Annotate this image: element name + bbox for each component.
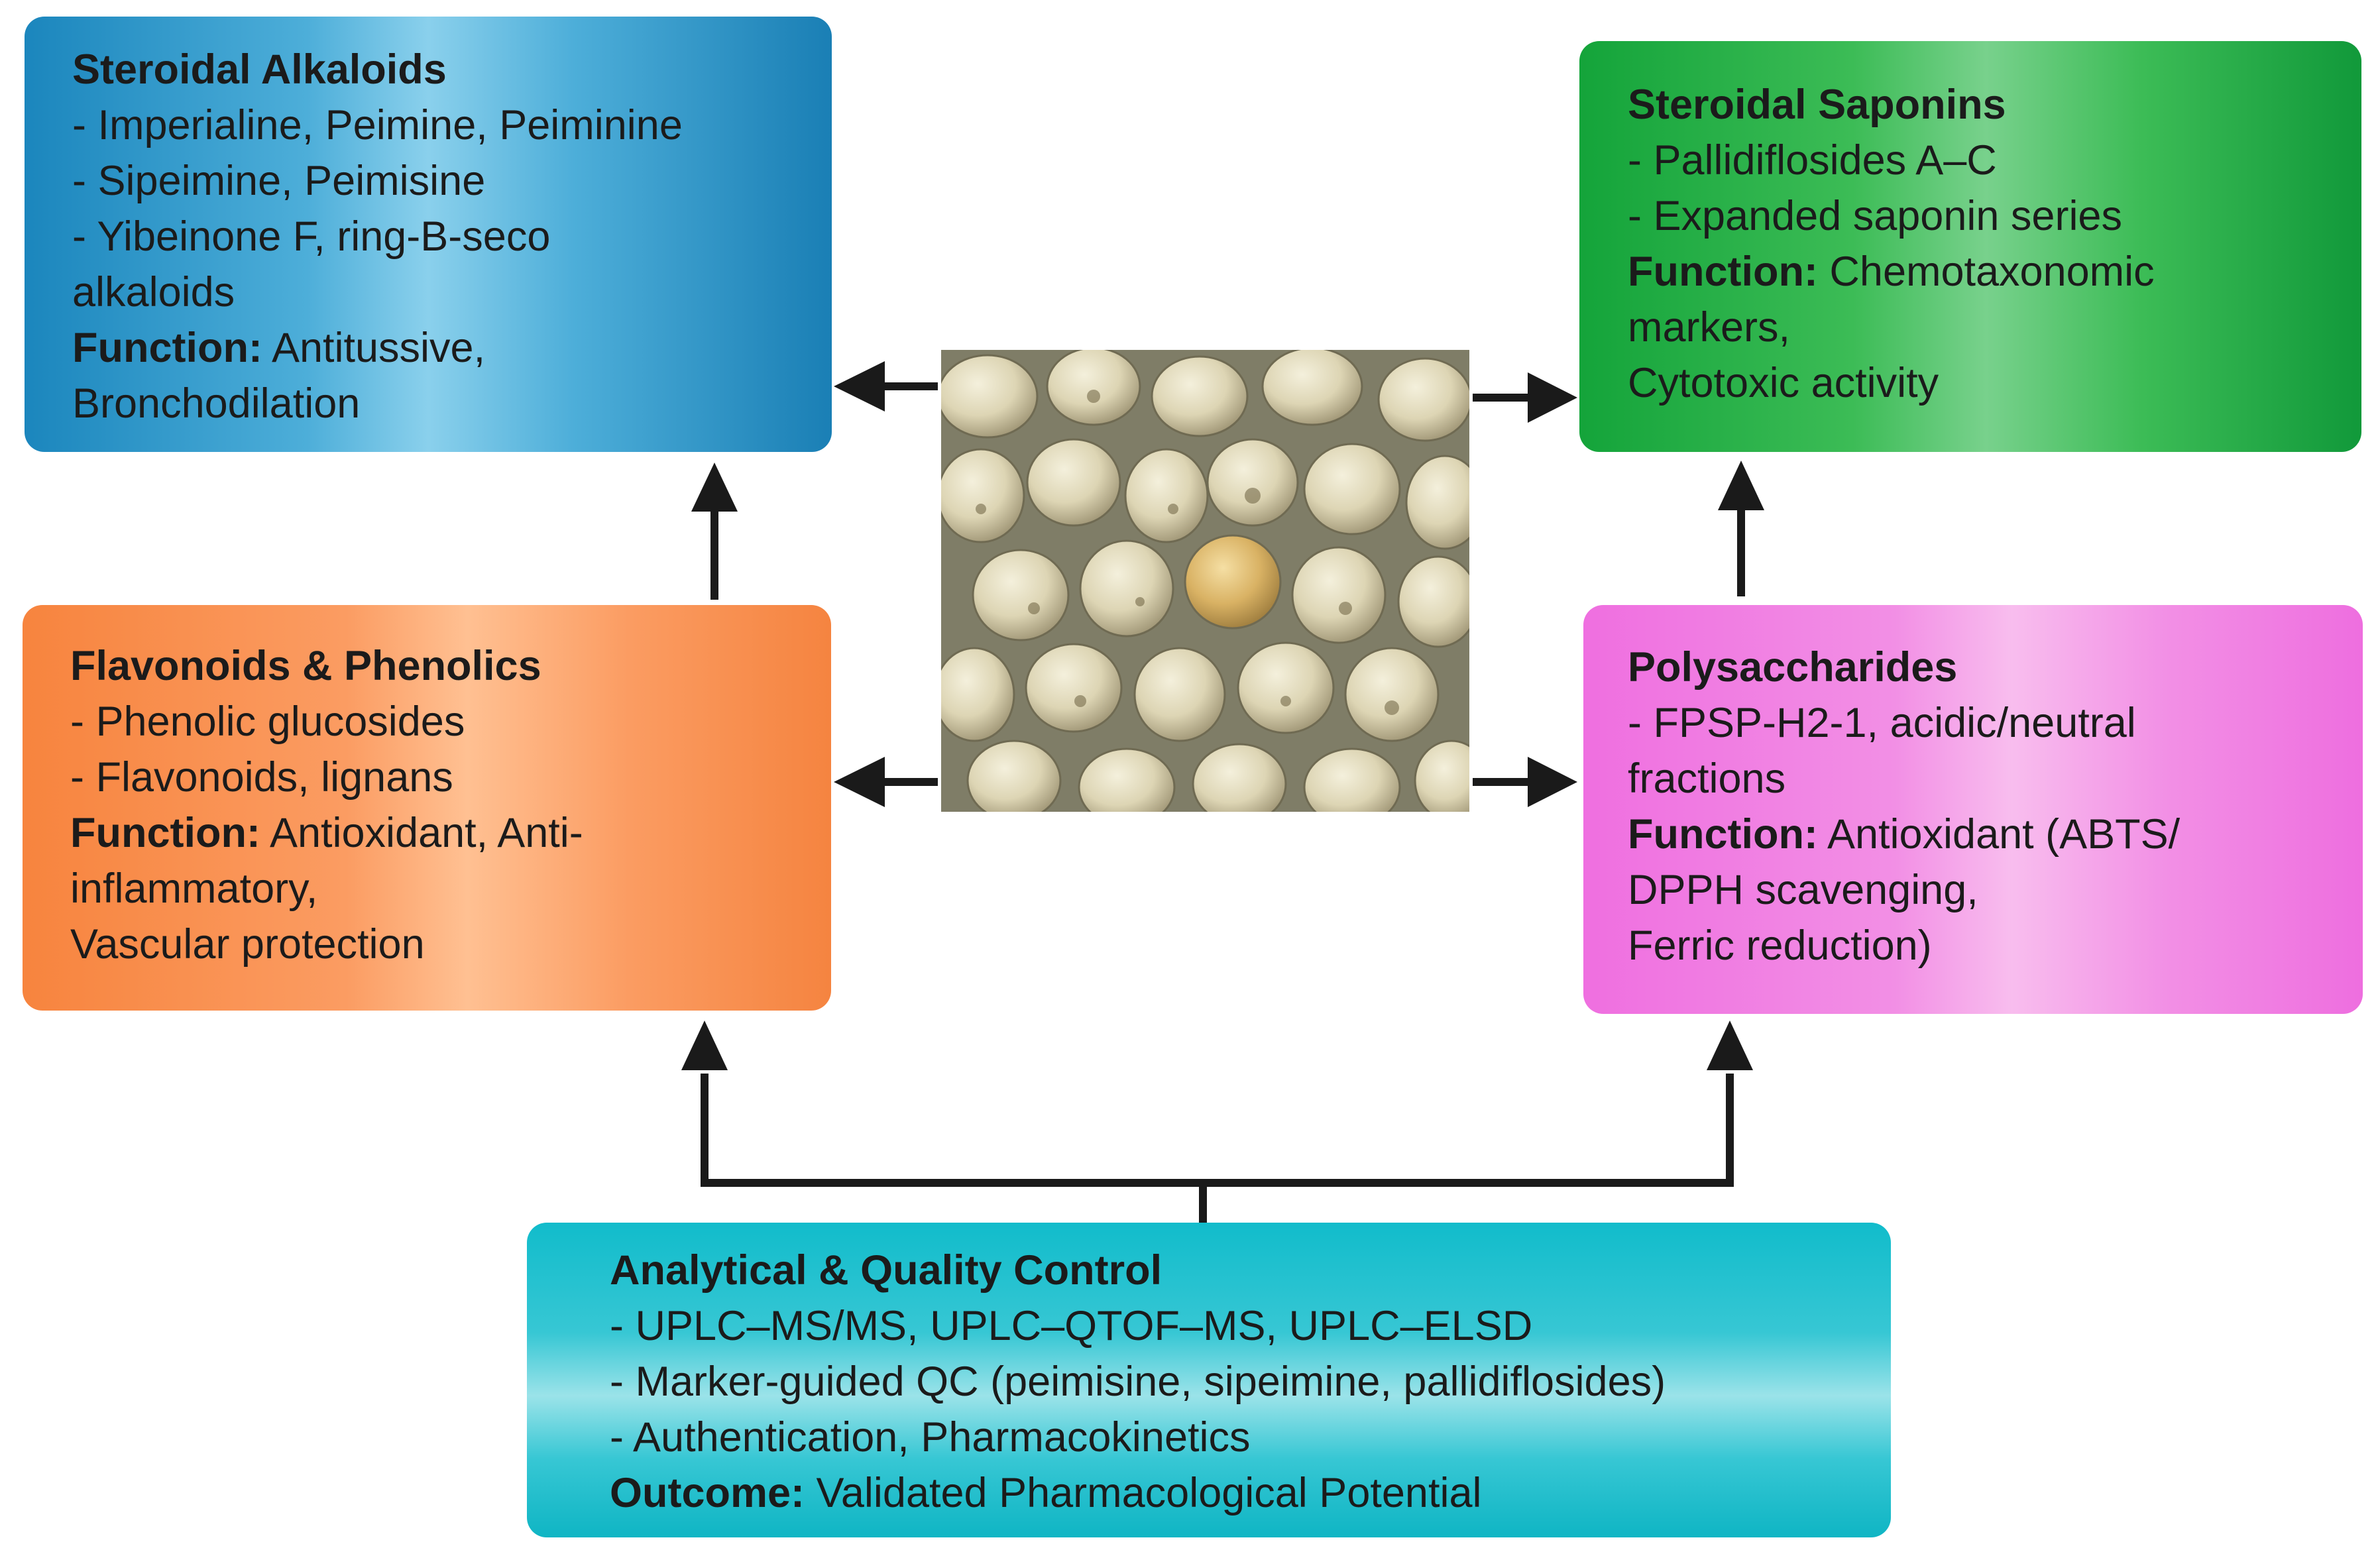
flavonoids-item-2: - Flavonoids, lignans	[70, 754, 453, 801]
arrowhead-flav-to-alk	[691, 463, 738, 512]
arrowhead-alkaloids	[834, 361, 885, 412]
qc-connector-line-right	[1203, 1074, 1734, 1187]
alkaloids-item-3-cont: alkaloids	[72, 269, 235, 315]
saponins-function-label: Function:	[1628, 249, 1818, 295]
flavonoids-function-text-3: Vascular protection	[70, 921, 425, 968]
qc-item-2: - Marker-guided QC (peimisine, sipeimine…	[610, 1358, 1666, 1405]
polysaccharides-item-1-cont: fractions	[1628, 755, 1786, 802]
flavonoids-phenolics-title: Flavonoids & Phenolics	[70, 643, 541, 689]
steroidal-saponins-box: Steroidal Saponins - Pallidiflosides A–C…	[1579, 41, 2361, 452]
arrowhead-polysaccharides	[1528, 757, 1577, 807]
flavonoids-function: Function: Antioxidant, Anti-	[70, 805, 805, 861]
steroidal-alkaloids-title: Steroidal Alkaloids	[72, 46, 447, 93]
alkaloids-item-3: - Yibeinone F, ring-B-seco	[72, 213, 551, 260]
polysaccharides-function: Function: Antioxidant (ABTS/	[1628, 806, 2336, 862]
steroidal-alkaloids-box: Steroidal Alkaloids - Imperialine, Peimi…	[25, 17, 832, 452]
alkaloids-function: Function: Antitussive,	[72, 320, 805, 376]
steroidal-saponins-title: Steroidal Saponins	[1628, 82, 2006, 128]
polysaccharides-item-1: - FPSP-H2-1, acidic/neutral	[1628, 700, 2136, 746]
flavonoids-function-label: Function:	[70, 810, 260, 856]
flavonoids-function-text-1: Antioxidant, Anti-	[260, 810, 583, 856]
saponins-function: Function: Chemotaxonomic	[1628, 244, 2335, 300]
qc-connector-line	[701, 1074, 1207, 1223]
polysaccharides-function-text-3: Ferric reduction)	[1628, 922, 1932, 969]
polysaccharides-box: Polysaccharides - FPSP-H2-1, acidic/neut…	[1583, 605, 2363, 1014]
alkaloids-function-text-2: Bronchodilation	[72, 380, 361, 427]
saponins-item-1: - Pallidiflosides A–C	[1628, 137, 1997, 184]
polysaccharides-title: Polysaccharides	[1628, 644, 1958, 691]
arrowhead-flavonoids	[834, 757, 885, 807]
fritillaria-bulbs-photo	[941, 350, 1469, 812]
analytical-qc-box: Analytical & Quality Control - UPLC–MS/M…	[527, 1223, 1891, 1537]
flavonoids-item-1: - Phenolic glucosides	[70, 698, 465, 745]
qc-item-1: - UPLC–MS/MS, UPLC–QTOF–MS, UPLC–ELSD	[610, 1303, 1533, 1349]
arrowhead-saponins	[1528, 372, 1577, 423]
flavonoids-phenolics-box: Flavonoids & Phenolics - Phenolic glucos…	[23, 605, 831, 1011]
alkaloids-item-2: - Sipeimine, Peimisine	[72, 158, 486, 204]
alkaloids-function-text-1: Antitussive,	[262, 325, 486, 371]
alkaloids-function-label: Function:	[72, 325, 262, 371]
polysaccharides-function-text-2: DPPH scavenging,	[1628, 867, 1978, 913]
qc-outcome-text: Validated Pharmacological Potential	[805, 1470, 1482, 1516]
analytical-qc-title: Analytical & Quality Control	[610, 1247, 1162, 1294]
flavonoids-function-text-2: inflammatory,	[70, 865, 318, 912]
qc-outcome: Outcome: Validated Pharmacological Poten…	[610, 1465, 1864, 1521]
saponins-function-text-1: Chemotaxonomic	[1817, 249, 2155, 295]
saponins-function-text-2: markers,	[1628, 304, 1791, 351]
saponins-function-text-3: Cytotoxic activity	[1628, 360, 1939, 406]
polysaccharides-function-label: Function:	[1628, 811, 1818, 858]
alkaloids-item-1: - Imperialine, Peimine, Peiminine	[72, 102, 683, 148]
qc-item-3: - Authentication, Pharmacokinetics	[610, 1414, 1251, 1461]
arrowhead-qc-to-flav	[681, 1021, 728, 1070]
qc-outcome-label: Outcome:	[610, 1470, 805, 1516]
arrowhead-qc-to-poly	[1707, 1021, 1753, 1070]
polysaccharides-function-text-1: Antioxidant (ABTS/	[1817, 811, 2181, 858]
saponins-item-2: - Expanded saponin series	[1628, 193, 2122, 239]
arrowhead-poly-to-sap	[1718, 461, 1764, 510]
